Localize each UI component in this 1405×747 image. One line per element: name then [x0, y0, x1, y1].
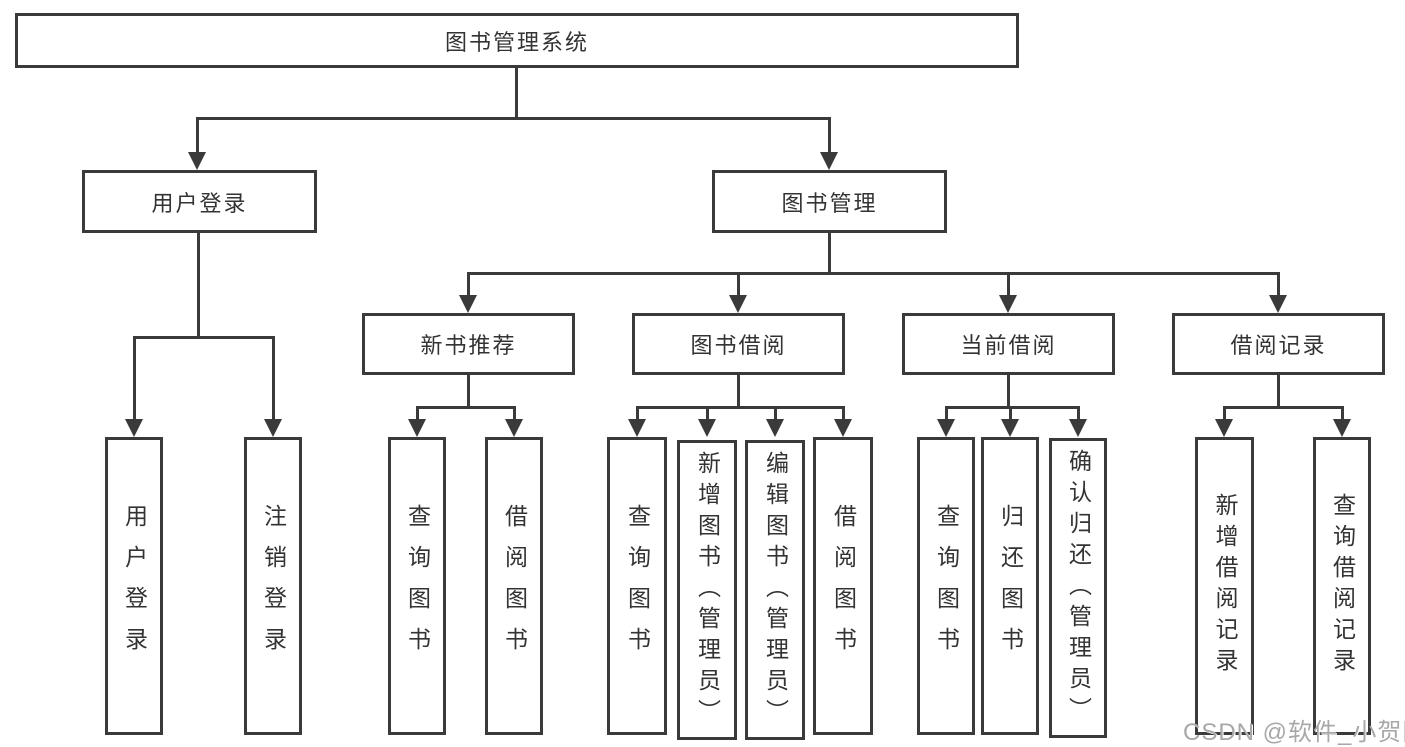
node-label: 借阅记录: [1230, 333, 1327, 358]
arrowhead-icon: [999, 295, 1017, 313]
connector-line: [467, 272, 1279, 275]
connector-line: [272, 336, 275, 421]
connector-line: [828, 117, 831, 154]
node-label: 确认归还（管理员）: [1065, 448, 1092, 728]
node-label: 编辑图书（管理员）: [762, 450, 789, 730]
connector-line: [133, 336, 274, 339]
connector-line: [196, 117, 199, 154]
connector-line: [467, 272, 470, 297]
leaf-borrow-books: 借阅图书: [813, 437, 873, 735]
group-borrow-records: 借阅记录: [1172, 313, 1385, 375]
node-label: 图书管理: [781, 190, 878, 216]
arrowhead-icon: [698, 419, 716, 437]
arrowhead-icon: [820, 152, 838, 170]
csdn-watermark: CSDN @软件_小贺同学: [1183, 719, 1405, 746]
node-label: 新增图书（管理员）: [694, 450, 721, 730]
node-label: 图书管理系统: [444, 29, 589, 55]
connector-line: [416, 406, 516, 409]
connector-line: [945, 406, 1079, 409]
arrowhead-icon: [505, 419, 523, 437]
leaf-query-borrow-record: 查询借阅记录: [1313, 437, 1371, 735]
connector-line: [133, 336, 136, 421]
leaf-logout: 注销登录: [244, 437, 302, 735]
connector-line: [1277, 272, 1280, 297]
connector-line: [828, 233, 831, 274]
arrowhead-icon: [1069, 419, 1087, 437]
leaf-return-books: 归还图书: [981, 437, 1039, 735]
connector-line: [737, 272, 740, 297]
group-current-borrow: 当前借阅: [902, 313, 1115, 375]
arrowhead-icon: [459, 295, 477, 313]
node-label: 当前借阅: [960, 333, 1057, 358]
node-label: 新书推荐: [420, 333, 517, 358]
connector-line: [1223, 406, 1226, 421]
node-label: 归还图书: [997, 504, 1024, 668]
connector-line: [1007, 272, 1010, 297]
connector-line: [636, 406, 844, 409]
connector-line: [467, 375, 470, 408]
leaf-user-login: 用户登录: [105, 437, 163, 735]
leaf-query-books-current: 查询图书: [917, 437, 975, 735]
arrowhead-icon: [1333, 419, 1351, 437]
connector-line: [945, 406, 948, 421]
connector-line: [706, 406, 709, 421]
leaf-confirm-return-admin: 确认归还（管理员）: [1049, 438, 1107, 738]
node-label: 查询图书: [624, 504, 651, 668]
node-book-management: 图书管理: [712, 170, 947, 233]
connector-line: [513, 406, 516, 421]
leaf-query-books-recommend: 查询图书: [388, 437, 446, 735]
node-label: 借阅图书: [501, 504, 528, 668]
connector-line: [1009, 406, 1012, 421]
group-book-borrow: 图书借阅: [632, 313, 845, 375]
arrowhead-icon: [766, 419, 784, 437]
arrowhead-icon: [264, 419, 282, 437]
arrowhead-icon: [188, 152, 206, 170]
node-label: 借阅图书: [830, 504, 857, 668]
leaf-borrow-books-recommend: 借阅图书: [485, 437, 543, 735]
leaf-edit-books-admin: 编辑图书（管理员）: [745, 440, 805, 740]
connector-line: [1223, 406, 1343, 409]
group-new-book-recommend: 新书推荐: [362, 313, 575, 375]
node-root: 图书管理系统: [15, 13, 1019, 68]
connector-line: [196, 117, 831, 120]
connector-line: [1277, 375, 1280, 408]
leaf-add-borrow-record: 新增借阅记录: [1195, 437, 1254, 735]
arrowhead-icon: [729, 295, 747, 313]
connector-line: [774, 406, 777, 421]
connector-line: [1341, 406, 1344, 421]
arrowhead-icon: [834, 419, 852, 437]
connector-line: [197, 233, 200, 338]
node-label: 查询图书: [404, 504, 431, 668]
node-label: 用户登录: [151, 190, 248, 216]
node-label: 图书借阅: [690, 333, 787, 358]
node-label: 查询图书: [933, 504, 960, 668]
arrowhead-icon: [937, 419, 955, 437]
leaf-add-books-admin: 新增图书（管理员）: [677, 440, 737, 740]
connector-line: [842, 406, 845, 421]
node-label: 注销登录: [260, 504, 287, 668]
connector-line: [636, 406, 639, 421]
connector-line: [737, 375, 740, 408]
arrowhead-icon: [628, 419, 646, 437]
node-label: 查询借阅记录: [1329, 493, 1356, 679]
connector-line: [515, 68, 518, 119]
connector-line: [1077, 406, 1080, 421]
leaf-query-books-borrow: 查询图书: [607, 437, 667, 735]
arrowhead-icon: [125, 419, 143, 437]
connector-line: [1007, 375, 1010, 408]
arrowhead-icon: [1215, 419, 1233, 437]
node-label: 用户登录: [121, 504, 148, 668]
node-label: 新增借阅记录: [1212, 493, 1238, 679]
connector-line: [416, 406, 419, 421]
node-user-login: 用户登录: [82, 170, 317, 233]
arrowhead-icon: [1269, 295, 1287, 313]
arrowhead-icon: [1001, 419, 1019, 437]
arrowhead-icon: [408, 419, 426, 437]
